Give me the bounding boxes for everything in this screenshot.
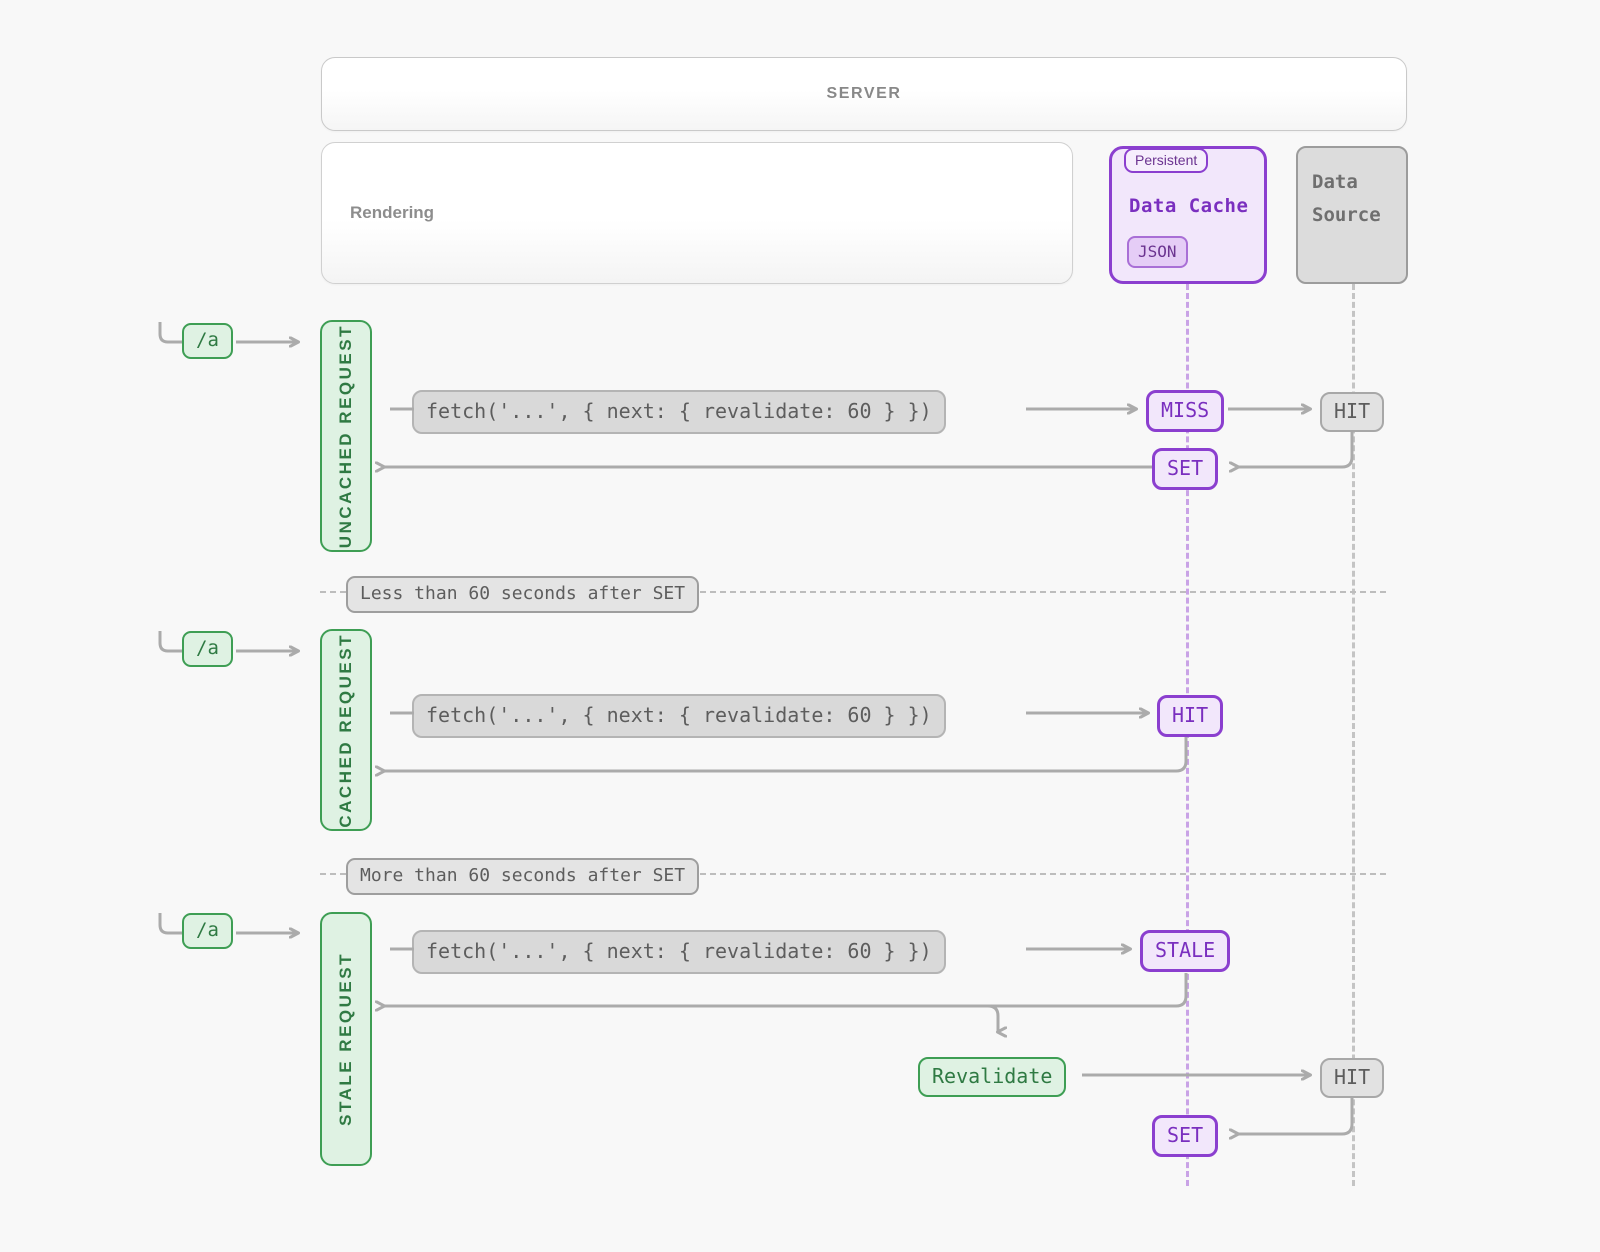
data-source-line-1: Data [1312, 171, 1358, 193]
rendering-panel: Rendering [321, 142, 1073, 284]
persistent-tag: Persistent [1124, 148, 1209, 173]
divider-line-1-left [320, 591, 346, 593]
badge-stale: STALE [1140, 930, 1231, 972]
data-source-panel: Data Source [1296, 146, 1408, 284]
divider-line-2-left [320, 873, 346, 875]
request-bar-label-stale: STALE REQUEST [336, 952, 355, 1126]
badge-revalidate: Revalidate [918, 1057, 1067, 1097]
fetch-code-stale: fetch('...', { next: { revalidate: 60 } … [412, 930, 946, 974]
route-chip-stale: /a [182, 913, 233, 949]
request-bar-cached: CACHED REQUEST [320, 629, 372, 831]
request-bar-label-cached: CACHED REQUEST [336, 632, 355, 828]
server-label: SERVER [826, 85, 902, 102]
badge-hit-cache-cached: HIT [1157, 695, 1224, 737]
badge-set-uncached: SET [1152, 448, 1219, 490]
request-bar-uncached: UNCACHED REQUEST [320, 320, 372, 552]
badge-hit-source-stale: HIT [1320, 1058, 1385, 1098]
badge-miss: MISS [1146, 390, 1225, 432]
route-chip-cached: /a [182, 631, 233, 667]
route-chip-uncached: /a [182, 323, 233, 359]
data-source-lifeline [1352, 284, 1355, 1186]
data-source-title: Data Source [1312, 166, 1381, 232]
badge-set-stale: SET [1152, 1115, 1219, 1157]
divider-line-1-right [700, 591, 1386, 593]
rendering-label: Rendering [350, 203, 435, 222]
badge-hit-source-uncached: HIT [1320, 392, 1385, 432]
divider-label-1: Less than 60 seconds after SET [346, 576, 700, 613]
server-panel: SERVER [321, 57, 1407, 131]
request-bar-label-uncached: UNCACHED REQUEST [336, 323, 355, 549]
divider-label-2: More than 60 seconds after SET [346, 858, 700, 895]
fetch-code-cached: fetch('...', { next: { revalidate: 60 } … [412, 694, 946, 738]
json-chip: JSON [1127, 236, 1188, 268]
data-source-line-2: Source [1312, 204, 1381, 226]
divider-line-2-right [700, 873, 1386, 875]
data-cache-title: Data Cache [1129, 195, 1249, 217]
fetch-code-uncached: fetch('...', { next: { revalidate: 60 } … [412, 390, 946, 434]
request-bar-stale: STALE REQUEST [320, 912, 372, 1166]
